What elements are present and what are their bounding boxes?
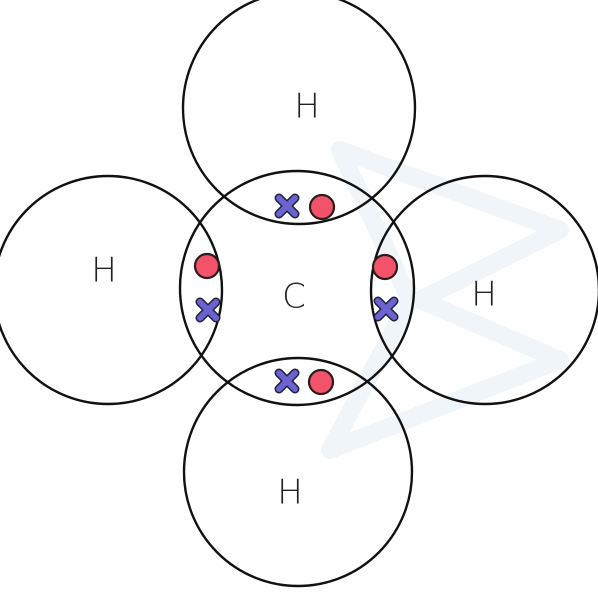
dot-icon xyxy=(371,253,399,281)
atom-label-top: H xyxy=(294,87,320,127)
atom-label-right: H xyxy=(471,275,497,315)
atom-label-bottom: H xyxy=(277,473,303,513)
cross-icon xyxy=(274,368,300,394)
cross-icon xyxy=(195,297,221,323)
cross-icon xyxy=(373,296,399,322)
shell-central-carbon xyxy=(178,169,416,407)
dot-icon xyxy=(308,193,336,221)
bonding-pair-left xyxy=(193,252,221,323)
shell-right-hydrogen xyxy=(369,174,598,406)
shell-bottom-hydrogen xyxy=(182,356,414,588)
cross-icon xyxy=(274,193,300,219)
bonding-pair-top xyxy=(274,193,336,221)
shell-top-hydrogen xyxy=(181,0,417,226)
atom-label-central: C xyxy=(282,277,306,317)
bonding-pair-right xyxy=(371,253,399,322)
bonding-pair-bottom xyxy=(274,368,335,396)
dot-icon xyxy=(307,368,335,396)
atom-label-left: H xyxy=(91,251,117,291)
watermark-logo xyxy=(321,141,569,459)
shell-left-hydrogen xyxy=(0,174,224,406)
dot-icon xyxy=(193,252,221,280)
